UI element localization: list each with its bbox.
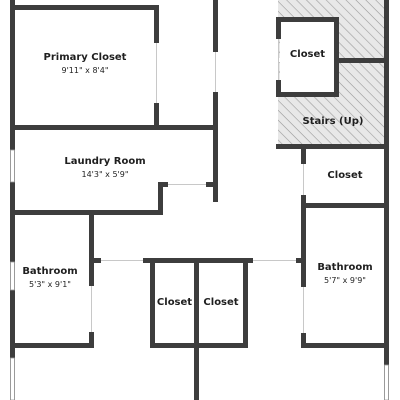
- wall-bathroom-right-bottom: [301, 343, 389, 348]
- room-name: Closet: [156, 297, 193, 308]
- room-name: Closet: [203, 297, 239, 308]
- room-name: Bathroom: [22, 266, 78, 277]
- room-label-closet-mid-left: Closet: [155, 297, 194, 309]
- room-label-bathroom-left: Bathroom 5'3" x 9'1": [15, 266, 85, 289]
- wall-closet-mid-left-side: [150, 258, 155, 348]
- room-dimensions: 5'3" x 9'1": [29, 279, 71, 289]
- wall-closet-right-left-lower: [301, 195, 306, 207]
- wall-bathroom-left-right-lower: [89, 332, 94, 348]
- wall-closet-top-right: [334, 17, 339, 97]
- window-left-upper: [10, 149, 15, 183]
- wall-bathroom-right-left-upper: [301, 203, 306, 287]
- room-label-closet-mid-right: Closet: [199, 297, 243, 309]
- wall-closet-mid-divider: [194, 258, 199, 400]
- wall-bathroom-left-bottom: [10, 343, 94, 348]
- windows: [10, 149, 389, 400]
- wall-primary-closet-top: [10, 5, 158, 10]
- room-name: Bathroom: [317, 262, 373, 273]
- wall-primary-closet-bottom: [10, 125, 218, 130]
- room-label-laundry-room: Laundry Room 14'3" x 5'9": [50, 156, 160, 179]
- wall-stairs-bottom: [276, 144, 389, 149]
- wall-closet-top-top: [276, 17, 339, 22]
- closet-top-floor: [280, 20, 336, 94]
- room-name: Closet: [327, 170, 363, 181]
- room-label-closet-top: Closet: [281, 49, 334, 61]
- room-label-primary-closet: Primary Closet 9'11" x 8'4": [30, 52, 140, 75]
- wall-laundry-bottom-left: [10, 210, 163, 215]
- room-dimensions: 9'11" x 8'4": [61, 65, 109, 75]
- room-name: Stairs (Up): [302, 116, 364, 127]
- room-name: Closet: [289, 49, 326, 60]
- wall-closet-mid-bottom: [150, 343, 248, 348]
- wall-hall-segment-left: [89, 258, 101, 263]
- room-label-bathroom-right: Bathroom 5'7" x 9'9": [306, 262, 384, 285]
- wall-primary-closet-right-upper: [154, 5, 159, 43]
- wall-center-lower: [213, 92, 218, 202]
- wall-bathroom-left-right-upper: [89, 210, 94, 286]
- door-openings: [91, 39, 304, 333]
- wall-center-upper: [213, 0, 218, 52]
- walls: [10, 0, 389, 400]
- wall-laundry-step: [158, 182, 163, 215]
- wall-primary-closet-right-lower: [154, 103, 159, 129]
- wall-outer-left: [10, 0, 15, 400]
- wall-closet-right-left: [301, 144, 306, 164]
- window-right-lower: [384, 364, 389, 400]
- wall-bathroom-right-left-lower: [301, 333, 306, 348]
- window-left-lower: [10, 357, 15, 400]
- room-label-stairs: Stairs (Up): [290, 116, 376, 128]
- room-name: Primary Closet: [43, 52, 127, 63]
- wall-closet-top-left-lower: [276, 80, 281, 97]
- wall-closet-mid-right-side: [243, 258, 248, 348]
- room-label-closet-right: Closet: [306, 170, 384, 182]
- wall-closet-top-left: [276, 17, 281, 39]
- wall-laundry-bottom-right: [158, 182, 168, 187]
- window-left-mid: [10, 261, 15, 291]
- wall-stairs-top: [334, 58, 389, 63]
- wall-closet-top-bottom: [276, 92, 339, 97]
- wall-closet-right-bottom: [301, 203, 389, 208]
- room-name: Laundry Room: [64, 156, 146, 167]
- wall-laundry-bottom-right-end: [206, 182, 218, 187]
- room-dimensions: 5'7" x 9'9": [324, 275, 366, 285]
- wall-outer-right: [384, 0, 389, 400]
- room-dimensions: 14'3" x 5'9": [81, 169, 129, 179]
